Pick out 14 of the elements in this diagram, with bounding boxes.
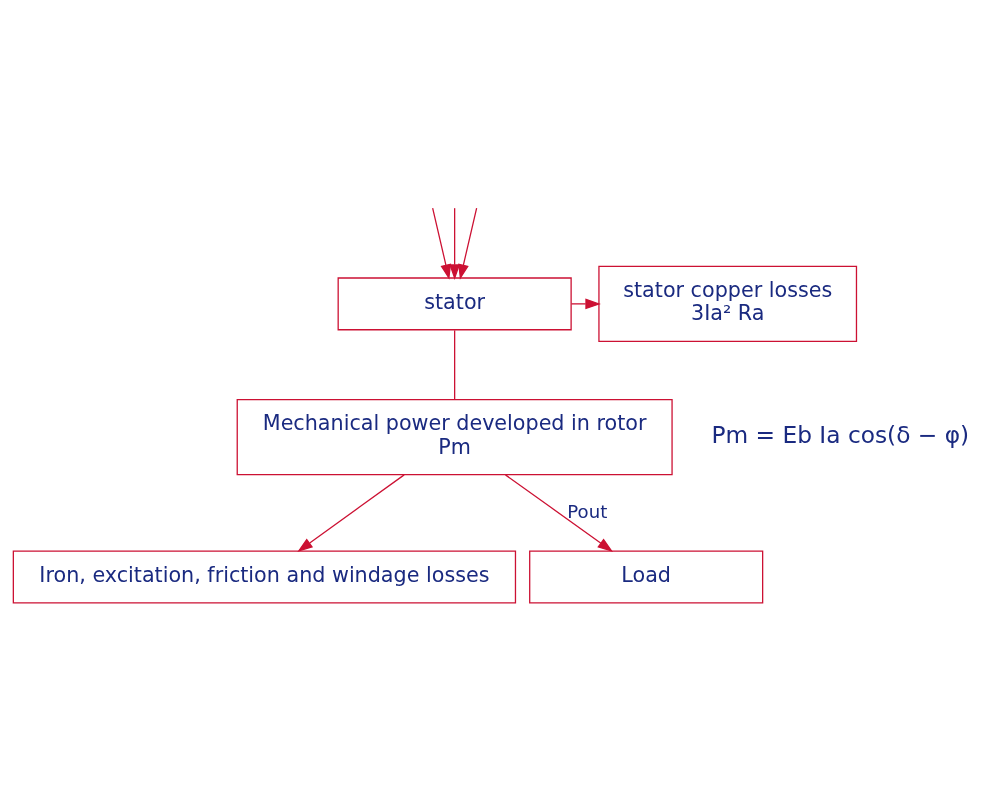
node-box: Load [529,550,764,604]
edge-label: Pout [567,500,608,522]
arrow [449,207,461,280]
arrow [458,207,478,280]
node-box: Mechanical power developed in rotor Pm [236,399,673,476]
arrow [432,207,452,280]
arrow [297,474,405,552]
node-box: stator copper losses 3Ia² Ra [598,265,858,343]
node-label: Pm = Eb Ia cos(δ − φ) [711,420,970,448]
node-box: stator [337,277,572,331]
arrow [570,298,601,310]
node-box: Iron, excitation, friction and windage losses [12,550,517,604]
connector [454,329,456,401]
arrow [504,474,614,552]
